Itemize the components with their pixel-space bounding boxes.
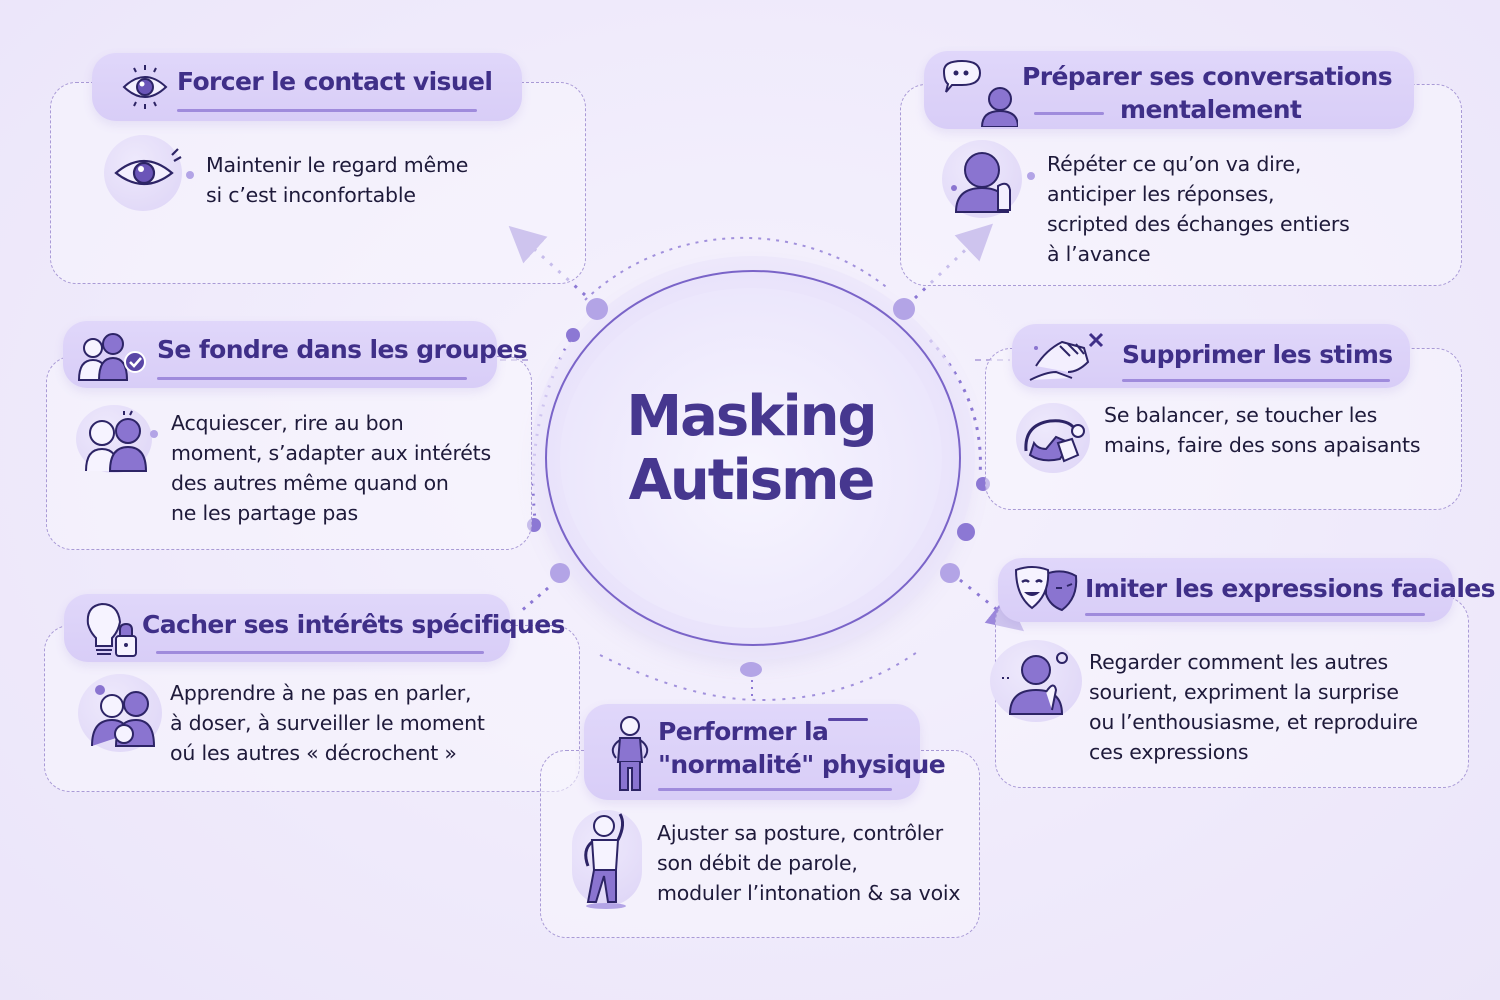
rocking-hands-icon	[1024, 419, 1085, 463]
branch-title-stims: Supprimer les stims	[1122, 340, 1393, 369]
desc-badge-interets	[78, 674, 162, 752]
speech-bubble-person-icon	[942, 59, 1018, 127]
desc-badge-normalite	[572, 810, 642, 909]
hub-dot	[586, 298, 608, 320]
branch-header-stims[interactable]: Supprimer les stims	[1012, 324, 1410, 388]
branch-title-conversations-line2: mentalement	[1120, 95, 1302, 124]
desc-badge-conversations	[942, 140, 1022, 218]
hub-dot	[940, 563, 960, 583]
standing-person-icon	[611, 716, 649, 791]
title-underline	[156, 651, 484, 654]
branch-title-conversations-line1: Préparer ses conversations	[1022, 62, 1393, 91]
branch-header-conversations[interactable]: Préparer ses conversations mentalement	[924, 51, 1414, 129]
two-people-icon	[85, 410, 148, 472]
branch-desc-contact-visuel: Maintenir le regard même si c’est inconf…	[206, 153, 469, 207]
desc-badge-groupes	[76, 405, 152, 473]
orbit-arc-left	[531, 339, 572, 521]
branch-desc-stims: Se balancer, se toucher les mains, faire…	[1104, 403, 1421, 457]
group-check-icon	[77, 333, 146, 381]
branch-header-normalite[interactable]: Performer la "normalité" physique	[584, 704, 946, 800]
hub-dot	[550, 563, 570, 583]
branch-desc-interets: Apprendre à ne pas en parler, à doser, à…	[170, 681, 485, 765]
title-underline	[157, 377, 467, 380]
hands-cross-icon	[1029, 332, 1104, 381]
branch-title-contact-visuel: Forcer le contact visuel	[177, 67, 493, 96]
center-title: Masking Autisme	[560, 385, 942, 513]
branch-title-expressions: Imiter les expressions faciales	[1085, 574, 1496, 603]
orbit-arc-bottom	[599, 649, 921, 702]
branch-header-contact-visuel[interactable]: Forcer le contact visuel	[92, 53, 522, 121]
branch-title-normalite-line2: "normalité" physique	[658, 750, 946, 779]
hub-dot	[566, 328, 580, 342]
title-underline	[1085, 613, 1425, 616]
orbit-arc-top	[584, 236, 891, 301]
eye-icon	[122, 65, 168, 109]
branch-header-expressions[interactable]: Imiter les expressions faciales	[998, 558, 1496, 622]
branch-desc-normalite: Ajuster sa posture, contrôler son débit …	[657, 821, 961, 905]
branch-header-interets[interactable]: Cacher ses intérêts spécifiques	[64, 594, 565, 662]
people-whisper-icon	[91, 685, 156, 747]
branch-desc-conversations: Répéter ce qu’on va dire, anticiper les …	[1047, 152, 1350, 266]
center-title-line2: Autisme	[628, 448, 876, 513]
desc-badge-contact-visuel	[104, 135, 182, 211]
title-underline	[828, 718, 868, 721]
branch-title-interets: Cacher ses intérêts spécifiques	[142, 610, 565, 639]
theater-masks-icon	[1014, 566, 1078, 612]
branch-desc-groupes: Acquiescer, rire au bon moment, s’adapte…	[171, 411, 491, 525]
lightbulb-lock-icon	[86, 602, 137, 657]
title-underline	[658, 788, 892, 791]
title-underline	[177, 109, 477, 112]
line-to-interets	[519, 586, 549, 614]
branch-desc-expressions: Regarder comment les autres sourient, ex…	[1089, 650, 1418, 764]
desc-badge-expressions	[990, 640, 1082, 722]
hub-dot	[957, 523, 975, 541]
branch-title-normalite-line1: Performer la	[658, 717, 829, 746]
bullet-dot	[1027, 172, 1035, 180]
title-underline	[1034, 112, 1104, 115]
branch-title-groupes: Se fondre dans les groupes	[157, 335, 528, 364]
bullet-dot	[150, 430, 158, 438]
hub-dot	[893, 298, 915, 320]
bullet-dot	[186, 171, 194, 179]
eye-glance-icon	[114, 148, 182, 185]
waving-person-icon	[584, 813, 626, 909]
branch-header-groupes[interactable]: Se fondre dans les groupes	[63, 321, 528, 388]
hub-dot	[740, 662, 762, 677]
title-underline	[1122, 379, 1390, 382]
person-observing-icon	[1002, 652, 1068, 715]
center-hub	[560, 288, 942, 628]
center-title-line1: Masking	[626, 384, 877, 449]
orbit-arc-right	[928, 338, 982, 476]
desc-badge-stims	[1016, 403, 1090, 473]
person-thinking-icon	[951, 152, 1011, 213]
